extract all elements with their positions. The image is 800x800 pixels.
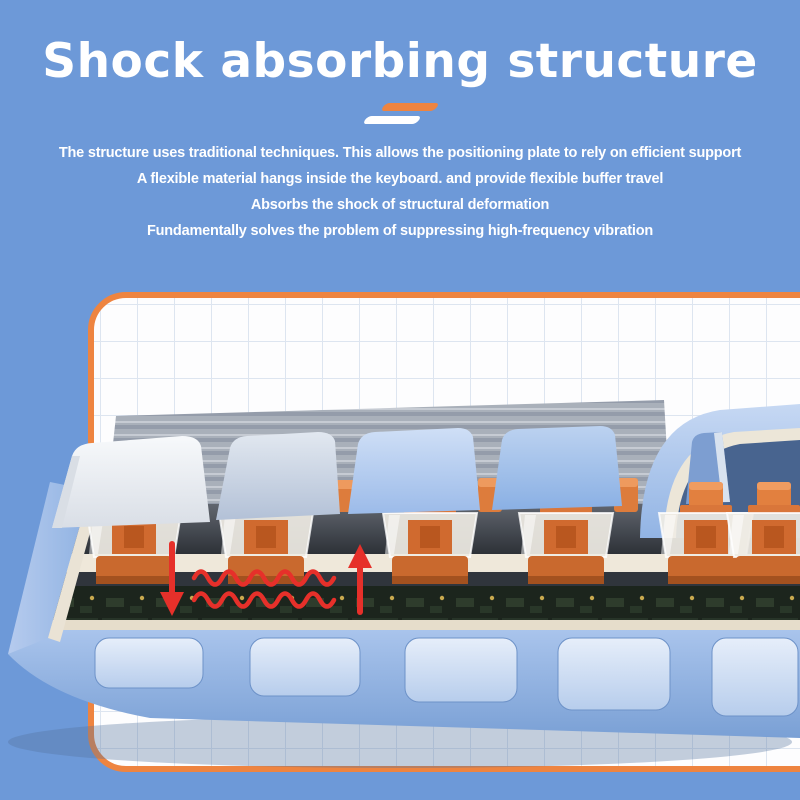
keycap-blue bbox=[348, 428, 480, 514]
pcb-layer bbox=[46, 586, 800, 620]
description-line-1: The structure uses traditional technique… bbox=[58, 145, 742, 161]
description-line-3: Absorbs the shock of structural deformat… bbox=[250, 197, 550, 213]
description-line-4: Fundamentally solves the problem of supp… bbox=[146, 223, 654, 239]
up-arrow-icon bbox=[348, 544, 372, 615]
page-title: Shock absorbing structure bbox=[42, 34, 758, 89]
keycap-blue bbox=[492, 426, 622, 510]
divider-orange-bar bbox=[380, 103, 440, 111]
keyboard-cross-section-illustration bbox=[8, 400, 800, 768]
bottom-case bbox=[8, 482, 800, 738]
vibration-wave-icon bbox=[191, 591, 337, 609]
case-inner-lining bbox=[42, 620, 800, 630]
header: Shock absorbing structure The structure … bbox=[0, 0, 800, 244]
description-block: The structure uses traditional technique… bbox=[0, 140, 800, 244]
annotations bbox=[160, 541, 372, 616]
keycaps bbox=[52, 426, 622, 528]
divider-white-bar bbox=[362, 116, 422, 124]
keycap-white bbox=[52, 436, 210, 528]
down-arrow-icon bbox=[160, 541, 184, 616]
title-divider bbox=[0, 103, 800, 124]
description-line-2: A flexible material hangs inside the key… bbox=[136, 171, 664, 187]
vibration-wave-icon bbox=[191, 569, 337, 587]
keycap-gray bbox=[216, 432, 340, 520]
